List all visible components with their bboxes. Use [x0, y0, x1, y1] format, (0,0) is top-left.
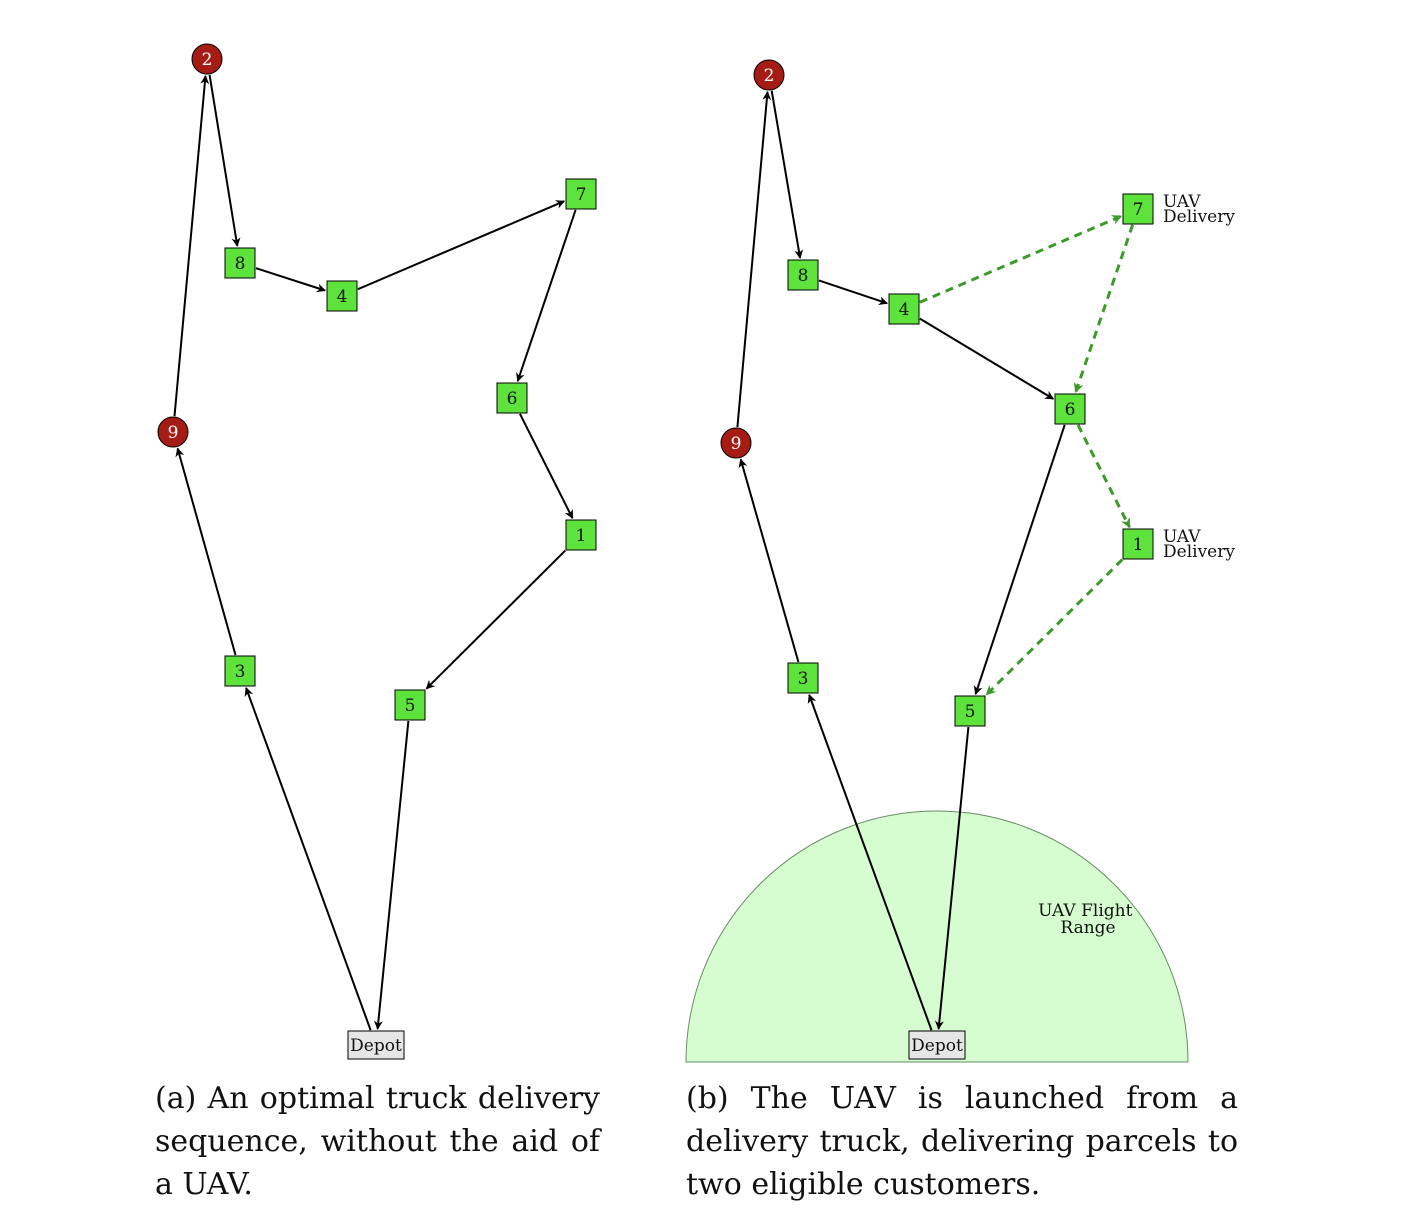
uav-delivery-label-7-line2: Delivery [1163, 207, 1235, 227]
truck-edge-6-to-1 [519, 413, 574, 520]
truck-edge-8-to-4 [818, 279, 888, 305]
truck-edge-8-to-4 [255, 267, 326, 293]
uav-delivery-label-7-line1: UAV [1163, 192, 1201, 212]
svg-text:2: 2 [764, 66, 775, 86]
panel-b-uav-routes [919, 214, 1135, 696]
svg-text:Depot: Depot [350, 1036, 402, 1056]
truck-edge-depot-to-3 [807, 694, 933, 1031]
b-node-7: 7 [1122, 193, 1154, 225]
uav-delivery-label-1-line2: Delivery [1163, 542, 1235, 562]
b-node-5: 5 [954, 695, 986, 727]
truck-edge-9-to-2 [736, 91, 772, 428]
b-node-3: 3 [787, 662, 819, 694]
uav-edge-6-to-1 [1076, 424, 1131, 529]
truck-edge-4-to-6 [919, 317, 1055, 400]
a-node-4: 4 [326, 280, 358, 312]
truck-edge-5-to-depot [934, 726, 970, 1030]
b-node-4: 4 [888, 293, 920, 325]
a-node-1: 1 [565, 519, 597, 551]
svg-text:1: 1 [576, 526, 587, 546]
a-node-2: 2 [191, 43, 223, 75]
svg-text:UAV Flight Range: UAV Flight Range [1038, 901, 1138, 938]
svg-text:6: 6 [507, 389, 518, 409]
caption-a: (a) An optimal truck delivery sequence, … [155, 1081, 600, 1202]
uav-flight-range-area [685, 810, 1189, 1063]
svg-text:3: 3 [235, 662, 246, 682]
panel-a-truck-route [173, 74, 577, 1031]
panel-b-truck-route [736, 90, 1066, 1031]
truck-edge-1-to-5 [425, 549, 567, 690]
svg-text:8: 8 [798, 266, 809, 286]
truck-edge-7-to-6 [516, 209, 577, 382]
svg-text:5: 5 [405, 696, 416, 716]
truck-edge-3-to-9 [175, 447, 237, 656]
truck-edge-5-to-depot [373, 720, 410, 1030]
uav-flight-range: UAV Flight Range [685, 810, 1189, 1063]
truck-edge-depot-to-3 [244, 687, 372, 1031]
svg-text:2: 2 [202, 50, 213, 70]
a-node-7: 7 [565, 178, 597, 210]
truck-edge-6-to-5 [973, 424, 1066, 695]
svg-text:Depot: Depot [911, 1036, 963, 1056]
svg-text:9: 9 [731, 434, 742, 454]
svg-text:5: 5 [965, 702, 976, 722]
svg-text:3: 3 [798, 669, 809, 689]
uav-edge-4-to-7 [919, 214, 1123, 304]
a-node-3: 3 [224, 655, 256, 687]
truck-edge-4-to-7 [357, 200, 566, 291]
b-node-6: 6 [1054, 393, 1086, 425]
uav-delivery-label-1-line1: UAV [1163, 527, 1201, 547]
a-node-depot: Depot [347, 1030, 405, 1060]
b-node-depot: Depot [908, 1030, 966, 1060]
svg-text:6: 6 [1065, 400, 1076, 420]
truck-edge-2-to-8 [770, 90, 804, 259]
truck-edge-3-to-9 [738, 458, 800, 663]
b-node-1: 1 [1122, 528, 1154, 560]
truck-edge-9-to-2 [173, 75, 210, 417]
b-node-9: 9 [720, 427, 752, 459]
uav-edge-7-to-6 [1073, 224, 1135, 394]
svg-text:7: 7 [1133, 200, 1144, 220]
svg-text:UAV Delivery U: UAV Delivery UAV Delivery [1163, 192, 1240, 562]
svg-text:1: 1 [1133, 535, 1144, 555]
svg-text:7: 7 [576, 185, 587, 205]
truck-edge-2-to-8 [208, 74, 241, 247]
uav-edge-1-to-5 [985, 558, 1124, 696]
a-node-9: 9 [157, 416, 189, 448]
svg-text:4: 4 [337, 287, 348, 307]
a-node-6: 6 [496, 382, 528, 414]
b-node-2: 2 [753, 59, 785, 91]
svg-text:4: 4 [899, 300, 910, 320]
svg-text:8: 8 [235, 254, 246, 274]
range-label-line1: UAV Flight [1038, 901, 1132, 921]
a-node-5: 5 [394, 689, 426, 721]
range-label-line2: Range [1060, 918, 1115, 938]
caption-b: (b) The UAV is launched from a delivery … [686, 1081, 1238, 1202]
b-node-8: 8 [787, 259, 819, 291]
a-node-8: 8 [224, 247, 256, 279]
svg-text:9: 9 [168, 423, 179, 443]
